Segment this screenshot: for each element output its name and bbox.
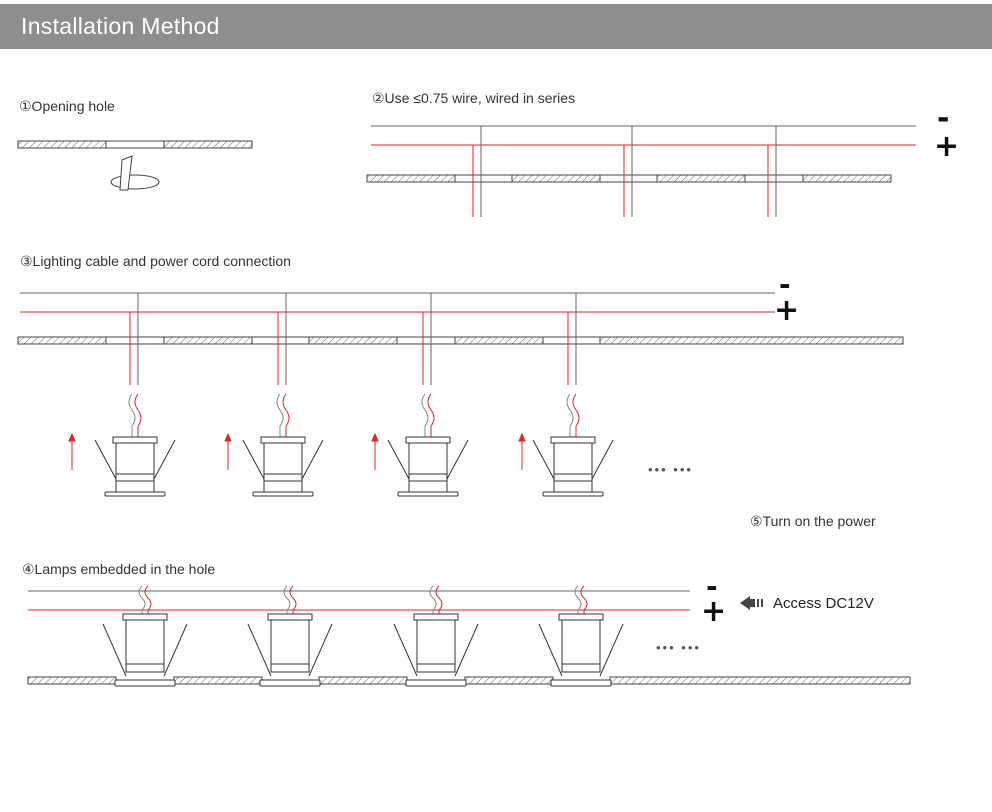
- step-1-drawing: [17, 140, 253, 191]
- section-header: Installation Method: [0, 4, 992, 49]
- minus-sign: -: [779, 268, 791, 301]
- continuation-dots: ••• •••: [648, 462, 693, 477]
- minus-sign: -: [706, 570, 718, 603]
- step-3-label: ③Lighting cable and power cord connectio…: [20, 253, 291, 269]
- step-3-drawing: [17, 292, 904, 497]
- continuation-dots: ••• •••: [656, 640, 701, 655]
- step-1-label: ①Opening hole: [19, 98, 115, 114]
- access-dc12v-label: Access DC12V: [773, 595, 874, 612]
- step-4-drawing: [27, 585, 911, 687]
- step-4-label: ④Lamps embedded in the hole: [22, 561, 216, 577]
- step-2-label: ②Use ≤0.75 wire, wired in series: [372, 90, 576, 106]
- step-5-label: ⑤Turn on the power: [750, 513, 876, 529]
- plus-sign: +: [774, 293, 800, 328]
- arrow-left-icon: [740, 596, 763, 610]
- minus-sign: -: [937, 101, 950, 136]
- step-2-drawing: [366, 125, 916, 217]
- plus-sign: +: [934, 129, 960, 164]
- plus-sign: +: [701, 594, 727, 629]
- header-title: Installation Method: [21, 13, 220, 39]
